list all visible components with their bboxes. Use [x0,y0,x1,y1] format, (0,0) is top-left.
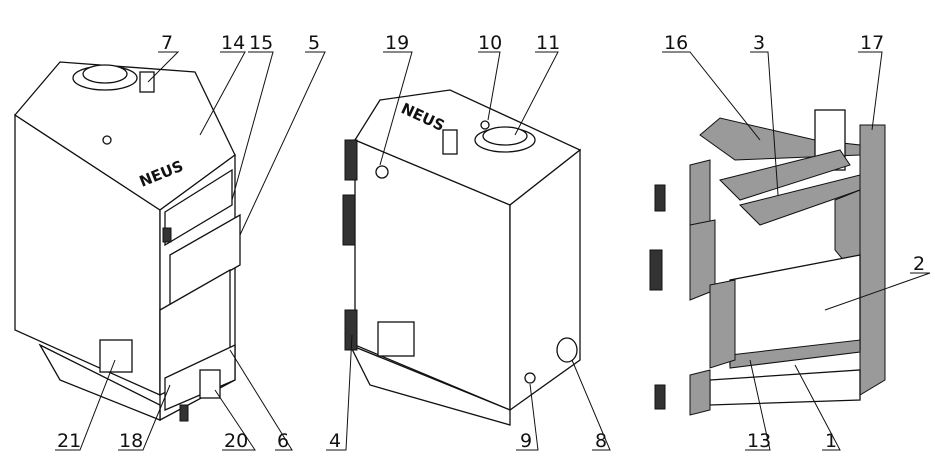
rear-insulation [859,124,886,396]
door-handle [649,249,663,291]
boiler-section-view [649,109,886,416]
callout-labels: 7 14 15 5 19 10 11 16 3 17 2 21 18 20 6 … [57,32,925,452]
door-hinge [344,139,358,181]
flue-pipe [82,64,128,84]
callout-18: 18 [119,430,143,452]
baffle [719,149,851,201]
callout-3: 3 [753,32,765,54]
sensor-sleeve [442,129,458,155]
callout-7: 7 [161,32,173,54]
thermometer-icon [375,165,389,179]
fitting-icon [480,120,490,130]
base-frame [348,343,511,426]
callout-2: 2 [913,253,925,275]
top-cover [354,89,582,206]
callout-19: 19 [385,32,409,54]
ash-pan [709,369,861,406]
drain-valve-icon [524,372,536,384]
callout-15: 15 [249,32,273,54]
callout-10: 10 [478,32,502,54]
callout-8: 8 [595,430,607,452]
ash-door-section [689,369,711,416]
callout-16: 16 [664,32,688,54]
door-hinge [344,309,358,351]
callout-6: 6 [277,430,289,452]
air-regulator [199,369,221,399]
callout-17: 17 [860,32,884,54]
door-handle [179,404,189,422]
callout-20: 20 [224,430,248,452]
callout-1: 1 [825,430,837,452]
door-handle [162,227,172,243]
callout-5: 5 [308,32,320,54]
door-handle [654,384,666,410]
base-frame [38,343,161,421]
door-handle [654,184,666,212]
door-hinge [342,194,356,246]
boiler-rear-view: NEUS [342,89,582,426]
callout-4: 4 [329,430,341,452]
nameplate [99,339,133,373]
grate [729,339,861,369]
callout-21: 21 [57,430,81,452]
callout-13: 13 [747,430,771,452]
callout-9: 9 [520,430,532,452]
callout-11: 11 [536,32,560,54]
return-pipe [556,337,578,363]
top-cover [14,61,236,211]
boiler-front-view: NEUS [14,61,241,422]
middle-door [169,213,241,307]
nameplate [377,321,415,357]
callout-14: 14 [221,32,245,54]
fitting-icon [102,135,112,145]
lower-door-section [709,279,736,369]
sensor-sleeve [139,71,155,93]
leader-lines [55,51,931,451]
flue-pipe [482,126,528,146]
